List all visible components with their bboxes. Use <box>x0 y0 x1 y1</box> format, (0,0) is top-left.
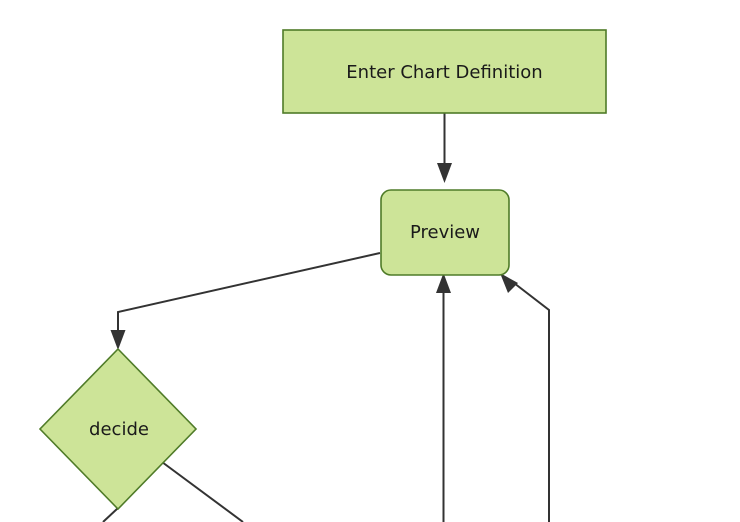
decide-shape[interactable] <box>38 347 198 511</box>
edge-return-center-to-preview-arrowhead <box>436 273 451 293</box>
node-enter-chart-definition[interactable]: Enter Chart Definition <box>282 29 607 114</box>
edge-enter-to-preview <box>437 113 452 183</box>
edge-preview-to-decide-arrowhead <box>110 330 126 350</box>
preview-shape[interactable] <box>380 189 510 276</box>
node-preview[interactable]: Preview <box>380 189 510 276</box>
edge-preview-to-decide <box>110 252 381 350</box>
edge-return-right-to-preview-line <box>513 282 550 522</box>
edge-decide-out-left <box>102 507 119 522</box>
edge-decide-out-left-line <box>102 507 119 522</box>
edge-return-right-to-preview <box>500 273 550 522</box>
edge-preview-to-decide-line <box>117 252 381 334</box>
edge-decide-out-right <box>161 461 244 522</box>
enter-chart-definition-shape[interactable] <box>282 29 607 114</box>
edge-return-right-to-preview-arrowhead <box>500 273 518 293</box>
edge-return-center-to-preview <box>436 273 451 522</box>
preview-label: Preview <box>410 222 480 243</box>
enter-chart-definition-label: Enter Chart Definition <box>346 62 542 83</box>
edge-enter-to-preview-arrowhead <box>437 163 452 183</box>
decide-label: decide <box>89 419 149 440</box>
node-decide[interactable]: decide <box>38 347 198 511</box>
edge-decide-out-right-line <box>161 461 244 522</box>
